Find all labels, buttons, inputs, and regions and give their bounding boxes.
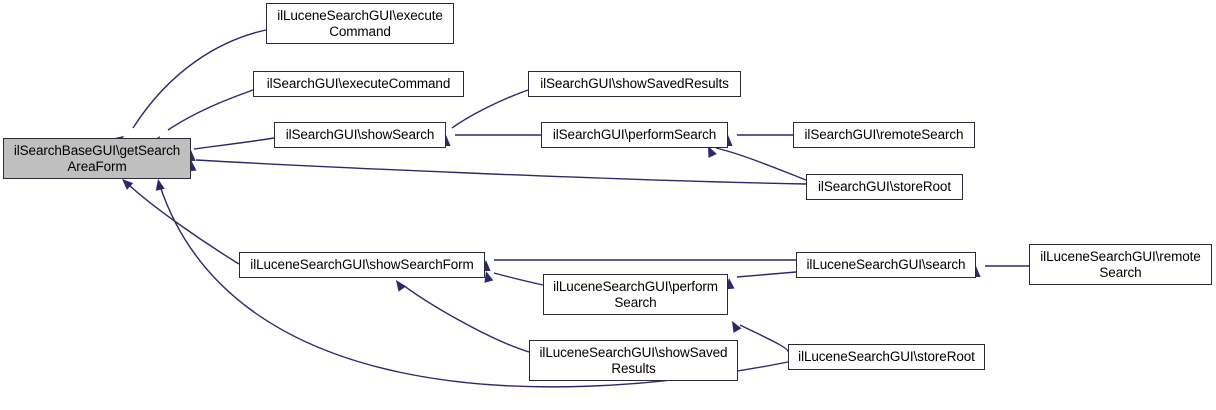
node-lucene_perform_search[interactable]: ilLuceneSearchGUI\perform Search (543, 274, 728, 315)
edge-search_store_root-to-search_perform_search (715, 147, 807, 181)
edge-search_store_root-to-root (195, 159, 807, 185)
node-search_remote_search[interactable]: ilSearchGUI\remoteSearch (793, 122, 975, 148)
arrowhead-lucene_show_saved_results-to-lucene_show_search_form (396, 280, 407, 292)
node-lucene_execute_command[interactable]: ilLuceneSearchGUI\execute Command (266, 3, 454, 44)
edge-lucene_search-to-lucene_perform_search (736, 271, 797, 278)
edge-lucene_show_search_form-to-root (127, 183, 240, 265)
edge-lucene_store_root-to-lucene_perform_search (739, 324, 789, 353)
node-search_store_root[interactable]: ilSearchGUI\storeRoot (806, 174, 963, 200)
node-lucene_show_saved_results[interactable]: ilLuceneSearchGUI\showSaved Results (529, 340, 738, 381)
node-lucene_remote_search[interactable]: ilLuceneSearchGUI\remote Search (1029, 244, 1212, 285)
node-root: ilSearchBaseGUI\getSearch AreaForm (3, 138, 191, 179)
edge-lucene_perform_search-to-lucene_show_search_form (493, 272, 544, 286)
node-lucene_search[interactable]: ilLuceneSearchGUI\search (796, 252, 976, 278)
edge-search_show_search-to-root (193, 137, 275, 150)
node-search_show_saved_results[interactable]: ilSearchGUI\showSavedResults (528, 71, 741, 97)
edge-search_execute_command-to-root (167, 89, 254, 131)
arrowhead-lucene_store_root-to-lucene_perform_search (732, 321, 742, 333)
node-search_execute_command[interactable]: ilSearchGUI\executeCommand (253, 71, 464, 97)
arrowhead-lucene_store_root-to-root (155, 179, 165, 191)
edge-lucene_show_saved_results-to-lucene_show_search_form (402, 284, 530, 353)
node-lucene_show_search_form[interactable]: ilLuceneSearchGUI\showSearchForm (239, 252, 485, 278)
node-search_show_search[interactable]: ilSearchGUI\showSearch (274, 122, 446, 148)
node-lucene_store_root[interactable]: ilLuceneSearchGUI\storeRoot (788, 344, 985, 370)
edge-lucene_execute_command-to-root (132, 29, 267, 129)
node-search_perform_search[interactable]: ilSearchGUI\performSearch (541, 122, 728, 148)
